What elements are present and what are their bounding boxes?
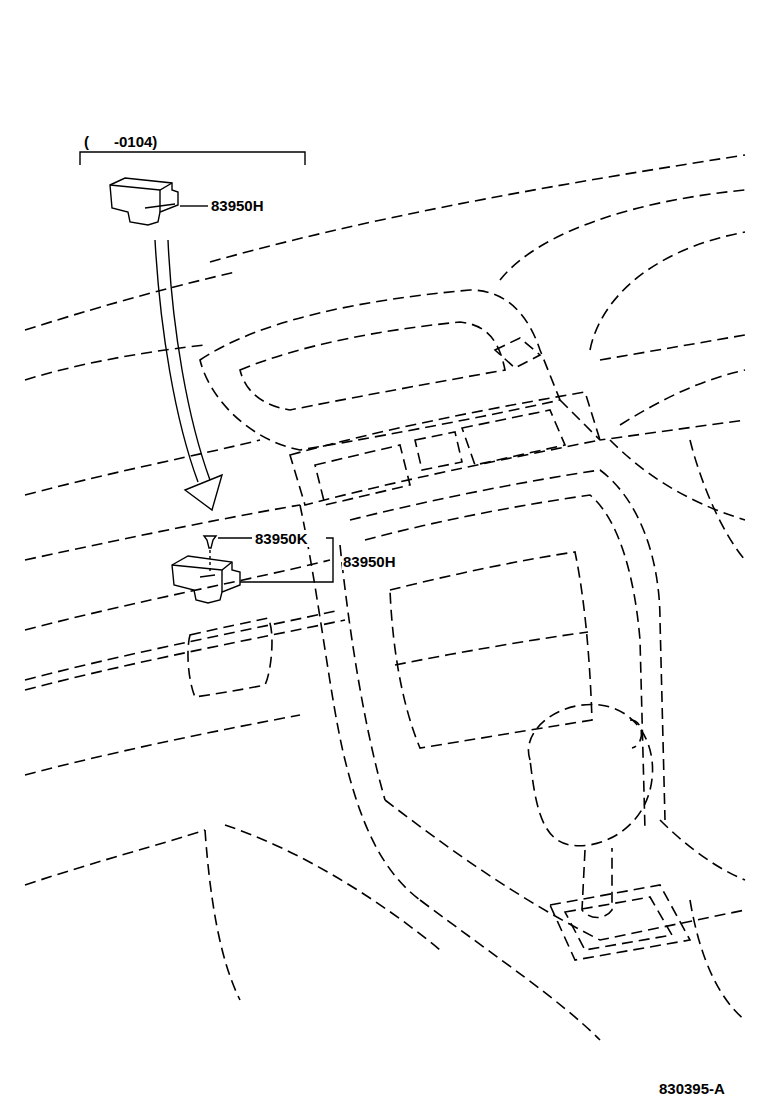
part-number: 83950H (210, 197, 265, 214)
part-number: 83950K (254, 530, 309, 547)
figure-number: 830395-A (658, 1080, 726, 1097)
date-range-note: ( -0104) (83, 133, 158, 150)
part-number: 83950H (342, 553, 397, 570)
